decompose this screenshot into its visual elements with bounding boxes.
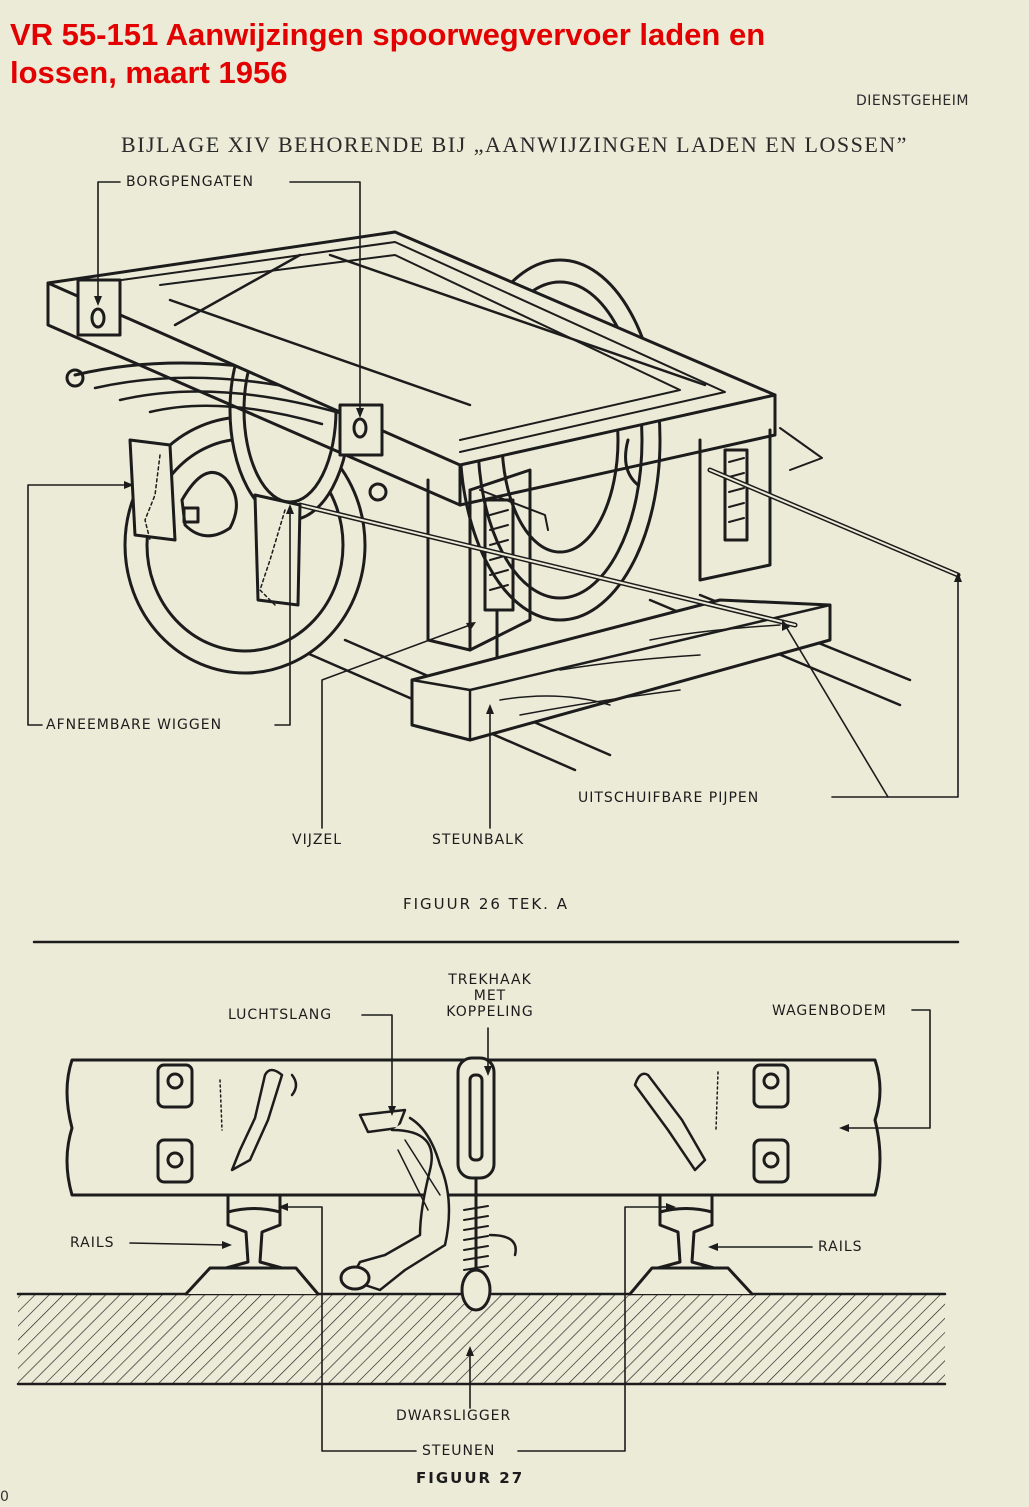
document-title-line2: lossen, maart 1956 bbox=[10, 55, 288, 90]
wagon-underframe-drawing bbox=[27, 181, 962, 829]
label-rails-right: RAILS bbox=[818, 1239, 863, 1255]
caption-figure-26: FIGUUR 26 TEK. A bbox=[403, 895, 569, 913]
label-trekhaak-met-koppeling: TREKHAAK MET KOPPELING bbox=[420, 972, 560, 1020]
document-title-line1: VR 55-151 Aanwijzingen spoorwegvervoer l… bbox=[10, 17, 766, 52]
document-title: VR 55-151 Aanwijzingen spoorwegvervoer l… bbox=[10, 16, 1010, 92]
label-steunbalk: STEUNBALK bbox=[432, 832, 525, 848]
label-uitschuifbare-pijpen: UITSCHUIFBARE PIJPEN bbox=[578, 790, 760, 806]
label-dwarsligger: DWARSLIGGER bbox=[396, 1408, 512, 1424]
coupling-end-view-drawing bbox=[16, 1009, 947, 1452]
classification-label: DIENSTGEHEIM bbox=[856, 93, 969, 109]
label-trekhaak-line1: TREKHAAK bbox=[448, 972, 532, 988]
appendix-heading: BIJLAGE XIV BEHORENDE BIJ „AANWIJZINGEN … bbox=[121, 132, 908, 157]
label-vijzel: VIJZEL bbox=[292, 832, 343, 848]
label-luchtslang: LUCHTSLANG bbox=[228, 1007, 333, 1023]
page-number: 0 bbox=[0, 1489, 9, 1505]
label-steunen: STEUNEN bbox=[422, 1443, 496, 1459]
caption-figure-27: FIGUUR 27 bbox=[416, 1469, 525, 1487]
label-afneembare-wiggen: AFNEEMBARE WIGGEN bbox=[46, 717, 223, 733]
label-trekhaak-line3: KOPPELING bbox=[446, 1004, 534, 1020]
label-wagenbodem: WAGENBODEM bbox=[772, 1003, 887, 1019]
label-rails-left: RAILS bbox=[70, 1235, 115, 1251]
label-borgpengaten: BORGPENGATEN bbox=[126, 174, 254, 190]
label-trekhaak-line2: MET bbox=[473, 988, 507, 1004]
